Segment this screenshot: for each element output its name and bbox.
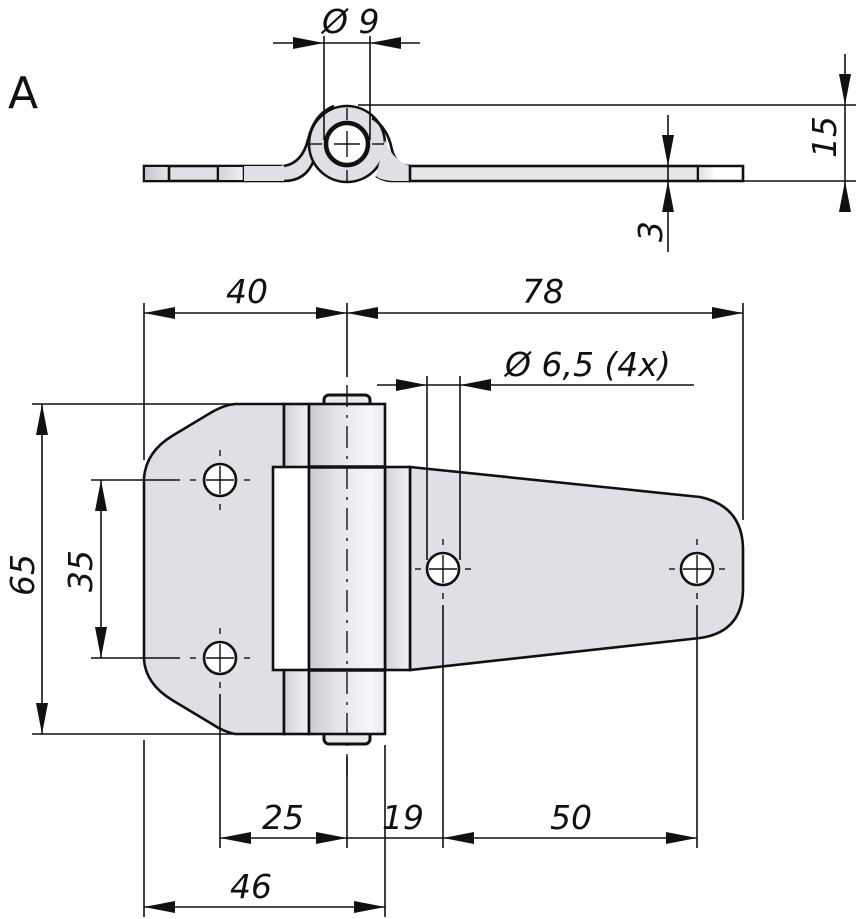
hole-left-bottom [190,628,250,688]
dim-height: 15 [805,116,844,158]
dim-axis-to-right-hole: 19 [382,798,424,837]
hole-right-inner [415,539,471,599]
dim-thickness: 3 [631,221,670,242]
dim-pin-diameter: Ø 9 [320,2,379,41]
hole-left-top [190,450,250,510]
front-view: 40 78 Ø 6,5 (4x) 65 35 25 19 [3,272,745,917]
left-leaf [142,402,286,736]
dim-hole-diameter: Ø 6,5 (4x) [503,345,671,384]
side-view: Ø 9 15 3 [142,2,856,252]
dim-left-leaf-width: 40 [226,272,268,311]
side-right-plate [408,164,700,183]
view-label: A [8,68,38,119]
hole-right-outer [669,539,725,599]
right-leaf-strip [383,465,412,672]
dim-overall-height: 65 [3,554,42,596]
dim-hole-spacing-vertical: 35 [61,550,100,592]
dim-right-hole-spacing: 50 [550,798,592,837]
dim-left-edge-to-knuckle: 46 [230,867,272,906]
dim-right-leaf-width: 78 [522,272,564,311]
right-leaf [408,465,745,672]
dim-left-hole-to-axis: 25 [262,798,304,837]
leaf-cutout [271,465,311,672]
